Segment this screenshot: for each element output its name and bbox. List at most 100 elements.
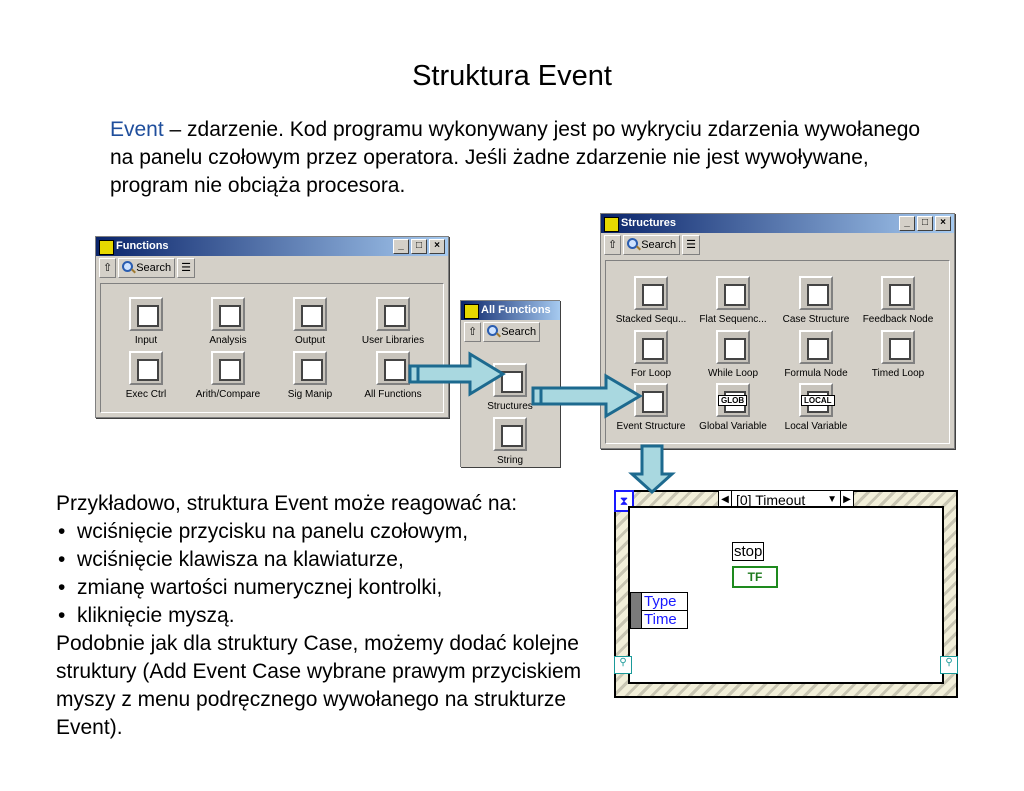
palette-item-label: Output (294, 335, 326, 346)
palette-item-icon (799, 330, 833, 364)
search-label: Search (501, 326, 537, 338)
event-structure-diagram[interactable]: ⧗ ◀ [0] Timeout ▼ ▶ stop TF Type Time ⚲ … (614, 490, 958, 698)
minimize-button[interactable]: _ (899, 216, 915, 231)
lead-text: Przykładowo, struktura Event może reagow… (56, 492, 518, 515)
stop-boolean-terminal[interactable]: TF (732, 566, 778, 588)
palette-item-stacked-sequ[interactable]: Stacked Sequ... (610, 276, 692, 325)
slide-title: Struktura Event (412, 60, 612, 92)
maximize-button[interactable]: □ (917, 216, 933, 231)
palette-item-icon (881, 276, 915, 310)
palette-item-timed-loop[interactable]: Timed Loop (857, 330, 939, 379)
search-icon (487, 325, 499, 336)
palette-item-icon (293, 351, 327, 385)
bullet-item: • wciśnięcie klawisza na klawiaturze, (58, 548, 404, 571)
left-dynamic-event-terminal-icon[interactable]: ⚲ (614, 656, 632, 674)
title-bar: Functions _□× (96, 237, 448, 256)
palette-item-icon (129, 351, 163, 385)
event-data-node[interactable]: Type Time (630, 592, 688, 629)
palette-item-case-structure[interactable]: Case Structure (775, 276, 857, 325)
palette-item-output[interactable]: Output (269, 297, 351, 346)
palette-item-local-variable[interactable]: Local Variable (775, 383, 857, 432)
palette-item-feedback-node[interactable]: Feedback Node (857, 276, 939, 325)
palette-item-label: All Functions (364, 389, 422, 400)
glob-variable-tag: GLOB (718, 395, 748, 406)
bullet-text: kliknięcie myszą. (77, 604, 235, 627)
palette-item-icon (716, 276, 750, 310)
palette-item-analysis[interactable]: Analysis (187, 297, 269, 346)
up-button[interactable]: ⇧ (464, 322, 482, 342)
search-button[interactable]: Search (118, 258, 176, 278)
palette-item-label: Input (134, 335, 158, 346)
palette-item-exec-ctrl[interactable]: Exec Ctrl (105, 351, 187, 400)
minimize-button[interactable]: _ (393, 239, 409, 254)
functions-palette-window: Functions _□× ⇧Search☰ Input Analysis Outp… (95, 236, 449, 418)
view-options-button[interactable]: ☰ (682, 235, 700, 255)
palette-item-while-loop[interactable]: While Loop (692, 330, 774, 379)
close-button[interactable]: × (935, 216, 951, 231)
palette-item-icon (211, 351, 245, 385)
view-options-button[interactable]: ☰ (177, 258, 195, 278)
up-button[interactable]: ⇧ (604, 235, 622, 255)
bullet-text: wciśnięcie przycisku na panelu czołowym, (77, 520, 469, 543)
palette-item-sig-manip[interactable]: Sig Manip (269, 351, 351, 400)
palette-item-structures[interactable]: Structures (469, 363, 551, 412)
palette-item-label: User Libraries (361, 335, 425, 346)
title-bar: All Functions (461, 301, 560, 320)
palette-item-flat-sequenc[interactable]: Flat Sequenc... (692, 276, 774, 325)
search-label: Search (641, 239, 677, 251)
palette-item-icon (634, 383, 668, 417)
palette-item-label: Global Variable (699, 421, 767, 432)
palette-item-icon (376, 297, 410, 331)
palette-item-input[interactable]: Input (105, 297, 187, 346)
palette-item-formula-node[interactable]: Formula Node (775, 330, 857, 379)
palette-item-icon (716, 330, 750, 364)
close-button[interactable]: × (429, 239, 445, 254)
palette-item-label: Local Variable (784, 421, 848, 432)
examples-text: Przykładowo, struktura Event może reagow… (56, 490, 596, 742)
palette-item-label: Analysis (209, 335, 247, 346)
palette-item-label: Event Structure (616, 421, 686, 432)
palette-item-label: Formula Node (784, 368, 848, 379)
prev-case-arrow[interactable]: ◀ (719, 491, 732, 509)
closing-text: Podobnie jak dla struktury Case, możemy … (56, 632, 582, 739)
palette-item-global-variable[interactable]: Global Variable (692, 383, 774, 432)
palette-item-arith-compare[interactable]: Arith/Compare (187, 351, 269, 400)
search-icon (122, 261, 134, 272)
palette-item-label: Feedback Node (862, 314, 934, 325)
palette-item-for-loop[interactable]: For Loop (610, 330, 692, 379)
palette-item-icon (376, 351, 410, 385)
local-variable-tag: LOCAL (801, 395, 835, 406)
up-button[interactable]: ⇧ (99, 258, 117, 278)
stop-label: stop (732, 542, 765, 561)
search-button[interactable]: Search (483, 322, 541, 342)
palette-item-icon (634, 276, 668, 310)
palette-item-all-functions[interactable]: All Functions (352, 351, 434, 400)
right-dynamic-event-terminal-icon[interactable]: ⚲ (940, 656, 958, 674)
palette-item-label: Sig Manip (287, 389, 333, 400)
intro-highlight: Event (110, 118, 164, 141)
event-case-frame: stop TF Type Time (628, 506, 944, 684)
intro-text: – zdarzenie. Kod programu wykonywany jes… (110, 118, 921, 197)
labview-icon (99, 240, 114, 255)
palette-item-user-libraries[interactable]: User Libraries (352, 297, 434, 346)
maximize-button[interactable]: □ (411, 239, 427, 254)
palette-item-event-structure[interactable]: Event Structure (610, 383, 692, 432)
palette-item-label: Stacked Sequ... (615, 314, 687, 325)
dropdown-arrow[interactable]: ▼ (827, 494, 837, 505)
window-title: Structures (621, 217, 677, 229)
palette-item-label: String (496, 455, 524, 466)
palette-item-label: Timed Loop (871, 368, 925, 379)
palette-item-string[interactable]: String (469, 417, 551, 466)
palette-item-icon (129, 297, 163, 331)
next-case-arrow[interactable]: ▶ (840, 491, 853, 509)
palette-item-icon (799, 276, 833, 310)
arrow-down-to-diagram (628, 444, 676, 495)
bullet-text: wciśnięcie klawisza na klawiaturze, (77, 548, 404, 571)
intro-paragraph: Event – zdarzenie. Kod programu wykonywa… (110, 116, 940, 200)
search-button[interactable]: Search (623, 235, 681, 255)
palette-item-label: Exec Ctrl (125, 389, 167, 400)
palette-item-icon (493, 417, 527, 451)
labview-icon (604, 217, 619, 232)
labview-icon (464, 304, 479, 319)
